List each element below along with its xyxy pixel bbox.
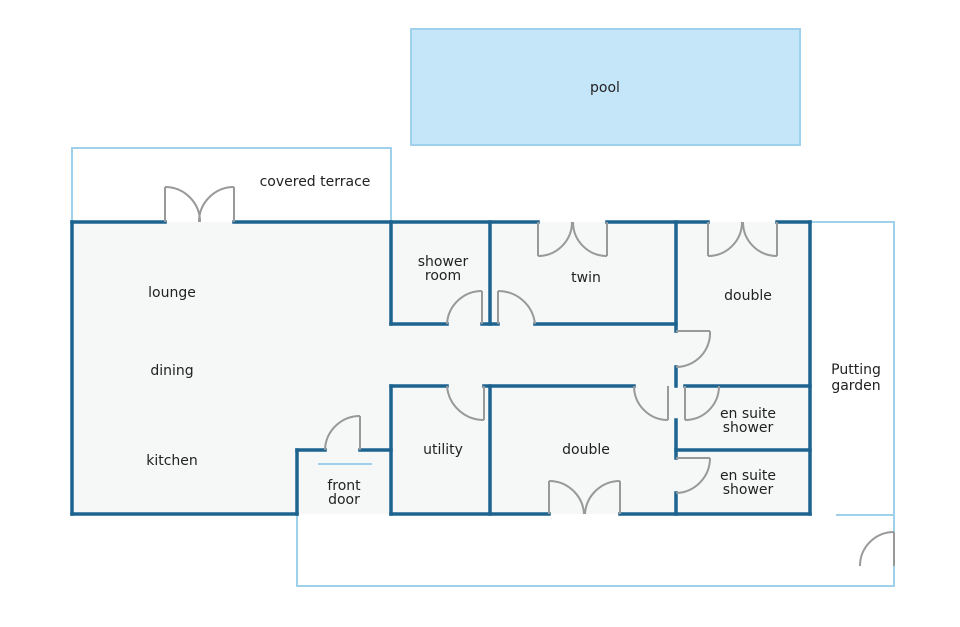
room-label-utility: utility (423, 442, 463, 458)
room-label-dining: dining (150, 363, 193, 379)
walls (70, 220, 812, 516)
putting-garden-label-line1: Putting (831, 362, 881, 378)
room-label-en-suite-lower-line2: shower (723, 482, 774, 498)
front-door-label-line1: front (327, 478, 361, 494)
room-label-lounge: lounge (148, 285, 196, 301)
pool-label: pool (590, 80, 620, 96)
door-swing-icon (675, 457, 711, 494)
room-label-en-suite-lower-line1: en suite (720, 468, 776, 484)
room-label-en-suite-upper-line2: shower (723, 420, 774, 436)
room-label-twin: twin (571, 270, 601, 286)
floor-area (72, 222, 810, 514)
pool (410, 28, 801, 146)
double-door-swing-icon (537, 221, 608, 257)
double-door-swing-icon (548, 479, 621, 515)
room-label-kitchen: kitchen (146, 453, 198, 469)
front-door-label-line2: door (328, 492, 360, 508)
room-label-shower-room-line1: shower (418, 254, 469, 270)
double-door-swing-icon (707, 221, 778, 257)
room-label-double-lower: double (562, 442, 610, 458)
door-swing-icon (446, 289, 483, 325)
room-label-shower-room-line2: room (425, 268, 461, 284)
door-swing-icon (684, 385, 720, 421)
covered-terrace-label: covered terrace (260, 174, 371, 190)
putting-garden-outline (296, 221, 895, 587)
room-label-en-suite-upper-line1: en suite (720, 406, 776, 422)
double-door-swing-icon (164, 186, 235, 223)
covered-terrace-outline (71, 147, 392, 222)
door-swing-icon (675, 330, 712, 369)
door-swing-icon (497, 289, 536, 325)
door-swing-icon (859, 531, 895, 567)
door-swing-icon (324, 415, 361, 451)
door-swing-icon (446, 385, 485, 422)
door-swing-icon (633, 385, 669, 421)
putting-garden-label-line2: garden (831, 378, 880, 394)
room-label-double-upper: double (724, 288, 772, 304)
